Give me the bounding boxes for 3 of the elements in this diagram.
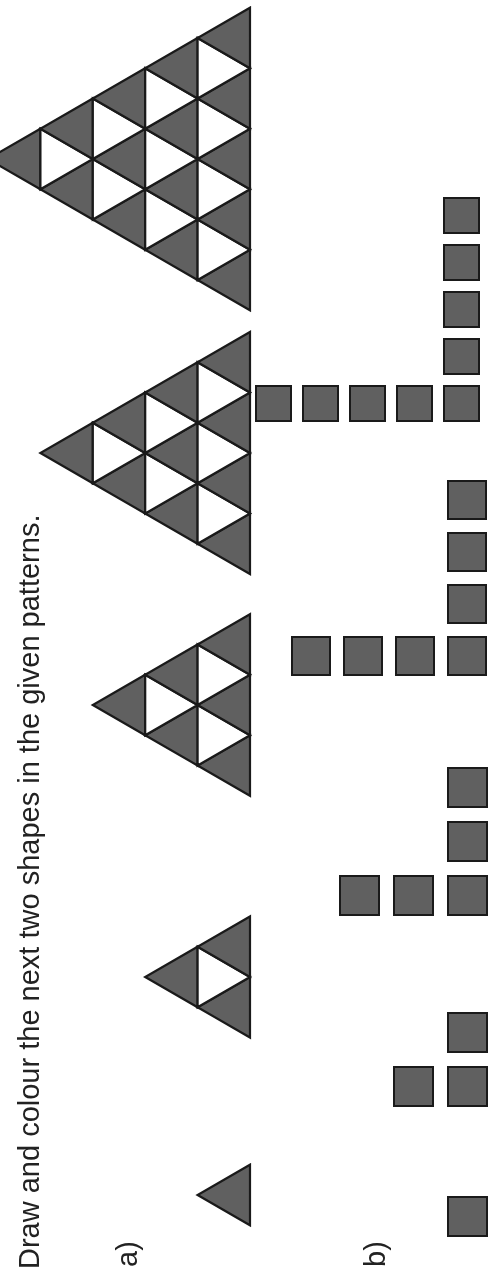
instruction-title: Draw and colour the next two shapes in the given patterns. xyxy=(14,514,46,1269)
part-label: a) xyxy=(112,1241,144,1267)
part-label: b) xyxy=(360,1241,392,1267)
